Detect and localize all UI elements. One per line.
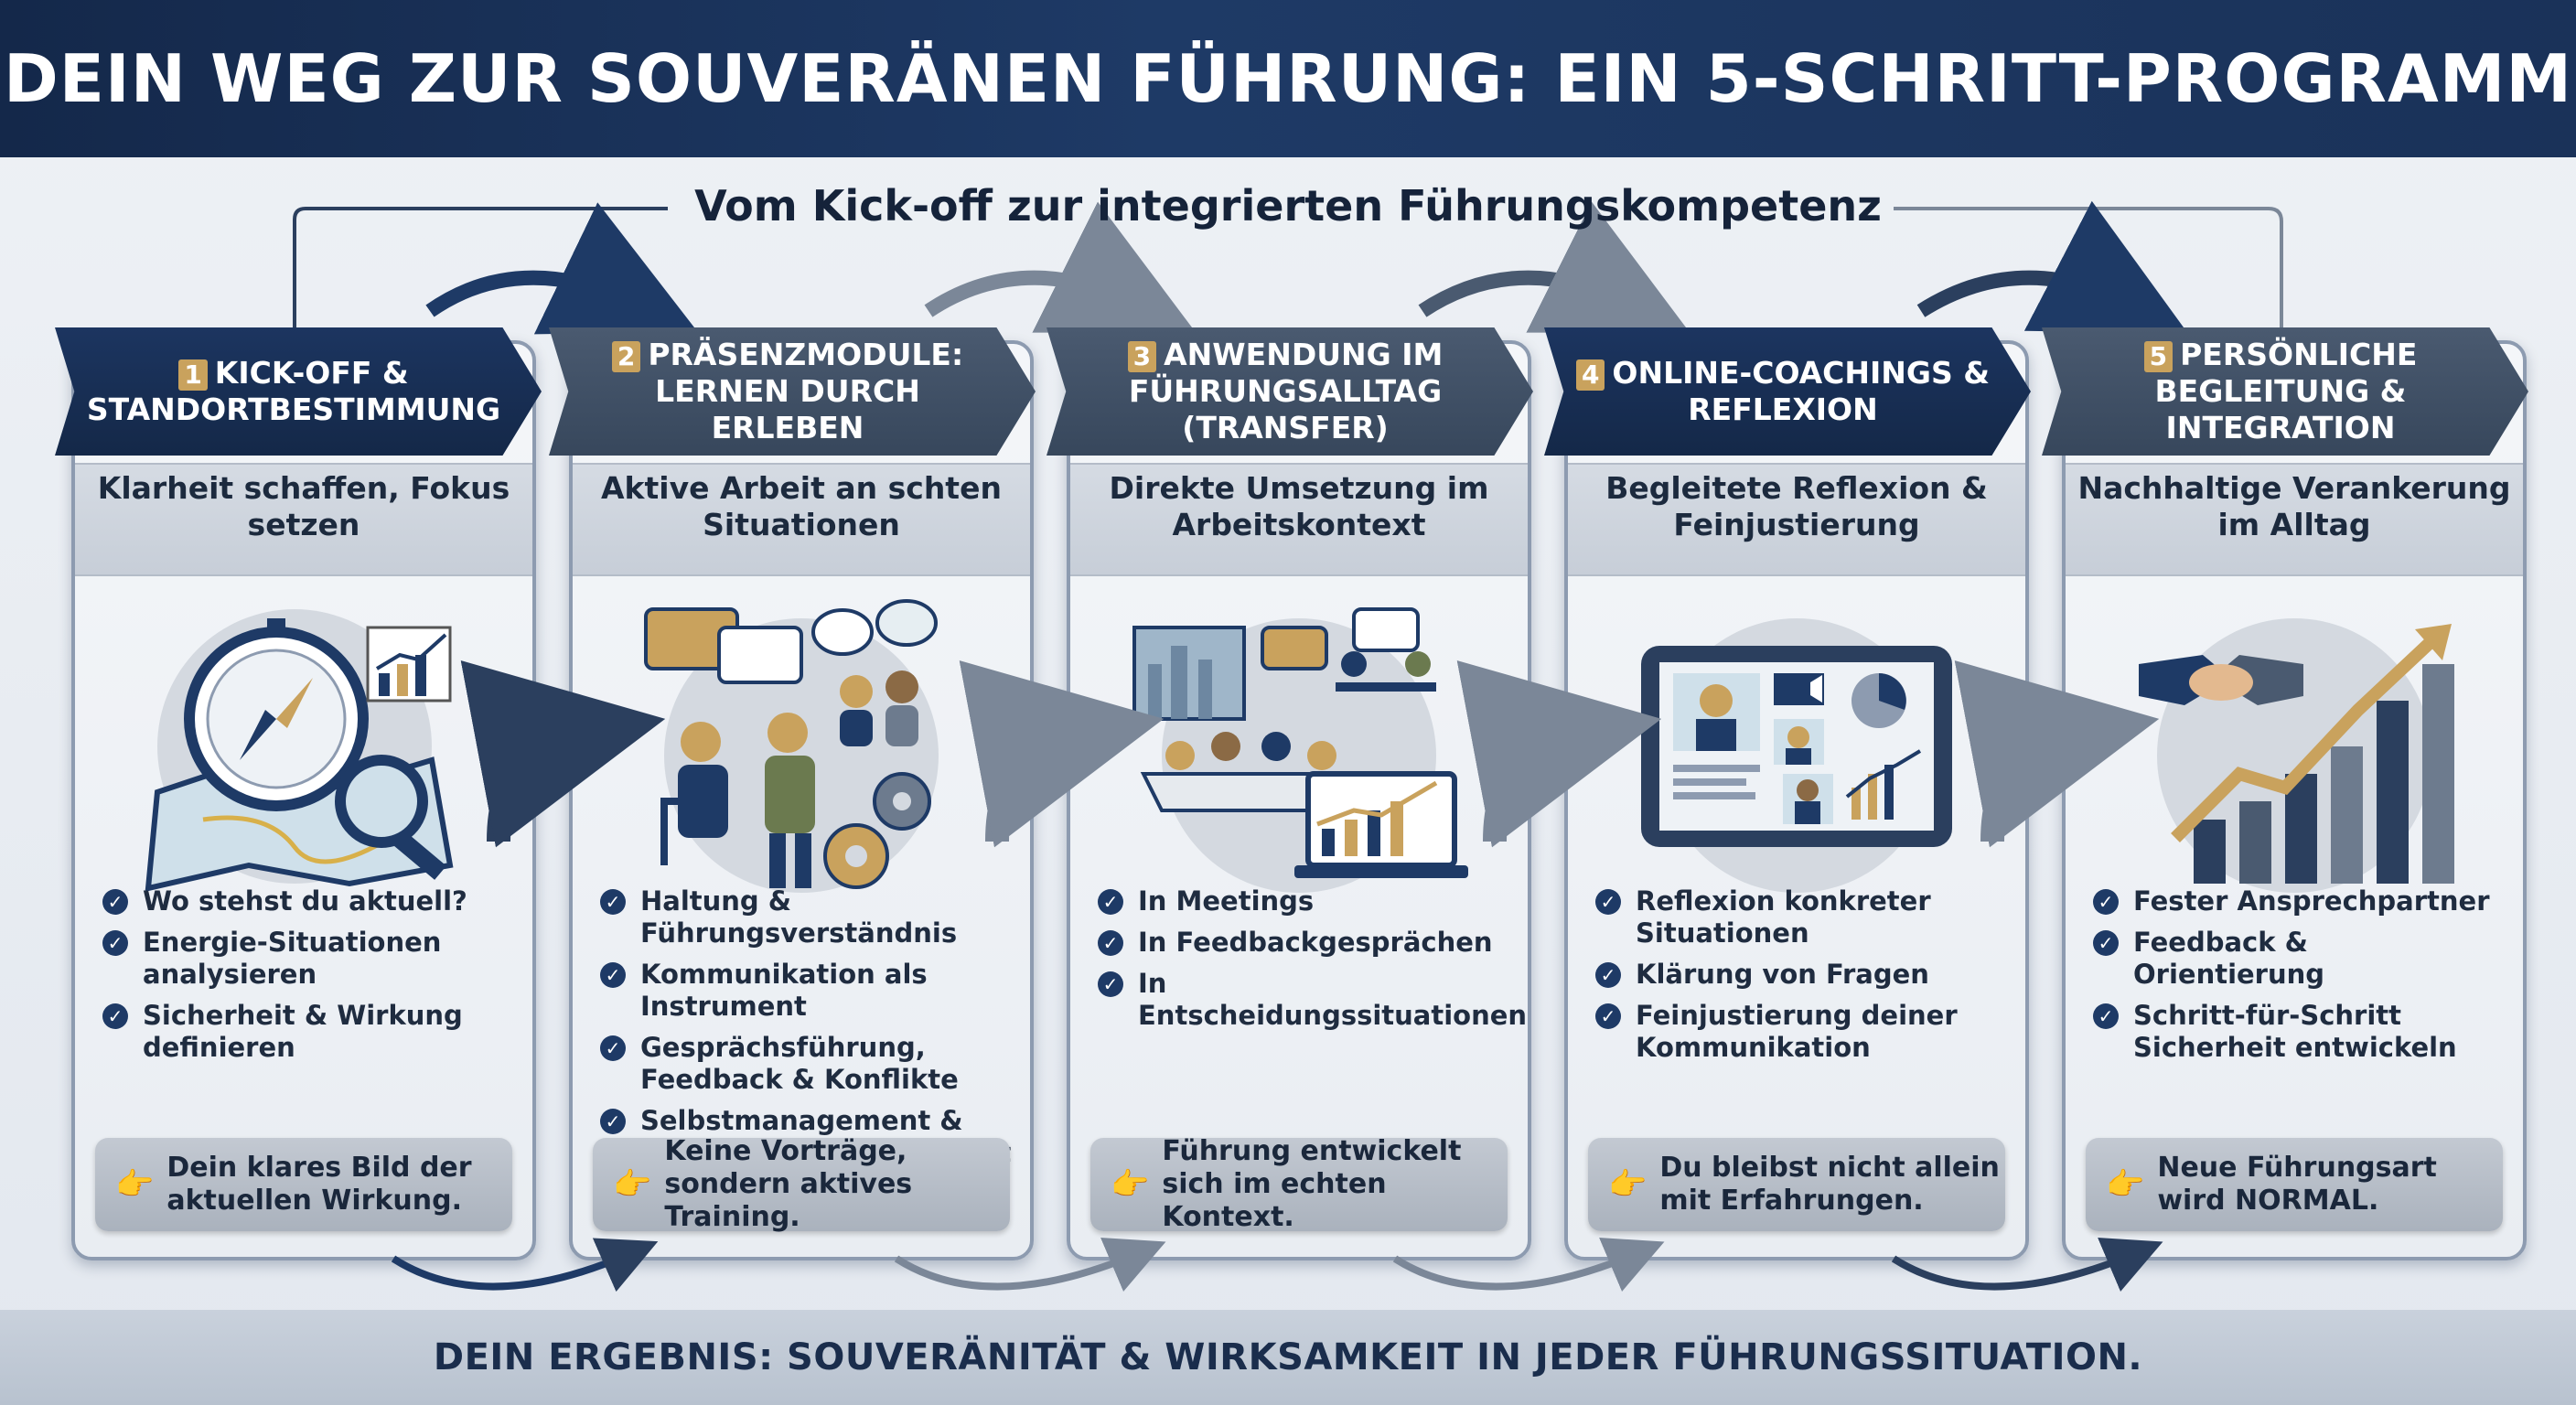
bullet-list: ✓Haltung & Führungsverständnis ✓Kommunik… [600, 885, 1012, 1178]
takeaway-callout: 👉 Neue Führungsart wird NORMAL. [2086, 1138, 2503, 1231]
check-icon: ✓ [1595, 889, 1621, 915]
step-title: ANWENDUNG IM FÜHRUNGSALLTAG (TRANSFER) [1128, 337, 1444, 445]
step-number: 4 [1575, 359, 1605, 391]
list-item: ✓Klärung von Fragen [1595, 959, 2007, 991]
check-icon: ✓ [600, 889, 626, 915]
tagline-band [1070, 463, 1528, 576]
check-icon: ✓ [102, 1003, 128, 1029]
tagline-band [1568, 463, 2025, 576]
header-bar: DEIN WEG ZUR SOUVERÄNEN FÜHRUNG: EIN 5-S… [0, 0, 2576, 157]
list-item: ✓Schritt-für-Schritt Sicherheit entwicke… [2093, 1000, 2505, 1064]
pointing-hand-icon: 👉 [1608, 1167, 1648, 1202]
check-icon: ✓ [600, 962, 626, 988]
check-icon: ✓ [600, 1109, 626, 1134]
check-icon: ✓ [2093, 889, 2119, 915]
step-number: 3 [1127, 341, 1157, 372]
check-icon: ✓ [1098, 889, 1123, 915]
step-number: 1 [178, 359, 208, 391]
step-tagline: Aktive Arbeit an schten Situationen [601, 470, 1002, 542]
list-item: ✓In Entscheidungssituationen [1098, 968, 1527, 1032]
handshake-growth-chart-icon [2139, 618, 2454, 893]
step-title: ONLINE-COACHINGS & REFLEXION [1612, 355, 1991, 427]
step-card-1: Klarheit schaffen, Fokus setzen ✓Wo steh… [71, 340, 536, 1260]
step-title: KICK-OFF & STANDORTBESTIMMUNG [86, 355, 501, 427]
step-tagline: Klarheit schaffen, Fokus setzen [97, 470, 510, 542]
step-title: PERSÖNLICHE BEGLEITUNG & INTEGRATION [2154, 337, 2418, 445]
pointing-hand-icon: 👉 [2106, 1167, 2145, 1202]
list-item: ✓Wo stehst du aktuell? [102, 885, 514, 917]
takeaway-callout: 👉 Dein klares Bild der aktuellen Wirkung… [95, 1138, 512, 1231]
tagline-band [75, 463, 532, 576]
people-discussion-gears-icon [644, 599, 939, 893]
step-tagline: Nachhaltige Verankerung im Alltag [2077, 470, 2511, 542]
compass-map-magnifier-chart-icon [145, 609, 454, 892]
bullet-list: ✓Wo stehst du aktuell? ✓Energie-Situatio… [102, 885, 514, 1073]
pointing-hand-icon: 👉 [115, 1167, 155, 1202]
pointing-hand-icon: 👉 [613, 1167, 652, 1202]
check-icon: ✓ [2093, 930, 2119, 956]
takeaway-callout: 👉 Führung entwickelt sich im echten Kont… [1090, 1135, 1508, 1233]
subtitle: Vom Kick-off zur integrierten Führungsko… [694, 181, 1882, 231]
step-number: 2 [611, 341, 641, 372]
top-flow-arrows [293, 200, 2283, 335]
step-number: 5 [2143, 341, 2174, 372]
takeaway-callout: 👉 Du bleibst nicht allein mit Erfahrunge… [1588, 1138, 2005, 1231]
bullet-list: ✓In Meetings ✓In Feedbackgesprächen ✓In … [1098, 885, 1527, 1041]
list-item: ✓Haltung & Führungsverständnis [600, 885, 1012, 949]
check-icon: ✓ [102, 930, 128, 956]
check-icon: ✓ [102, 889, 128, 915]
list-item: ✓Sicherheit & Wirkung definieren [102, 1000, 514, 1064]
check-icon: ✓ [1098, 930, 1123, 956]
list-item: ✓Feedback & Orientierung [2093, 927, 2505, 991]
page-title: DEIN WEG ZUR SOUVERÄNEN FÜHRUNG: EIN 5-S… [3, 40, 2572, 117]
list-item: ✓Fester Ansprechpartner [2093, 885, 2505, 917]
result-text: DEIN ERGEBNIS: SOUVERÄNITÄT & WIRKSAMKEI… [433, 1336, 2143, 1378]
step-tagline: Begleitete Reflexion & Feinjustierung [1605, 470, 1988, 542]
tagline-band [2066, 463, 2523, 576]
list-item: ✓Kommunikation als Instrument [600, 959, 1012, 1023]
step-tagline: Direkte Umsetzung im Arbeitskontext [1109, 470, 1489, 542]
tablet-video-call-icon [1641, 618, 1952, 893]
takeaway-callout: 👉 Keine Vorträge, sondern aktives Traini… [593, 1135, 1010, 1233]
step-title: PRÄSENZMODULE: LERNEN DURCH ERLEBEN [648, 337, 964, 445]
list-item: ✓In Meetings [1098, 885, 1509, 917]
check-icon: ✓ [600, 1035, 626, 1061]
bullet-list: ✓Fester Ansprechpartner ✓Feedback & Orie… [2093, 885, 2505, 1073]
step-card-5: Nachhaltige Verankerung im Alltag ✓Feste… [2062, 340, 2527, 1260]
list-item: ✓Feinjustierung deiner Kommunikation [1595, 1000, 2007, 1064]
tagline-band [573, 463, 1030, 576]
office-meeting-laptop-icon [1132, 607, 1468, 893]
list-item: ✓In Feedbackgesprächen [1098, 927, 1509, 959]
check-icon: ✓ [1098, 971, 1123, 997]
list-item: ✓Energie-Situationen analysieren [102, 927, 514, 991]
bullet-list: ✓Reflexion konkreter Situationen ✓Klärun… [1595, 885, 2007, 1073]
step-card-3: Direkte Umsetzung im Arbeitskontext ✓In … [1067, 340, 1531, 1260]
list-item: ✓Gesprächsführung, Feedback & Konflikte [600, 1032, 1012, 1096]
check-icon: ✓ [1595, 1003, 1621, 1029]
result-footer: DEIN ERGEBNIS: SOUVERÄNITÄT & WIRKSAMKEI… [0, 1310, 2576, 1405]
check-icon: ✓ [2093, 1003, 2119, 1029]
step-card-2: Aktive Arbeit an schten Situationen ✓Hal… [569, 340, 1034, 1260]
check-icon: ✓ [1595, 962, 1621, 988]
pointing-hand-icon: 👉 [1111, 1167, 1150, 1202]
list-item: ✓Reflexion konkreter Situationen [1595, 885, 2007, 949]
step-card-4: Begleitete Reflexion & Feinjustierung ✓R… [1564, 340, 2029, 1260]
